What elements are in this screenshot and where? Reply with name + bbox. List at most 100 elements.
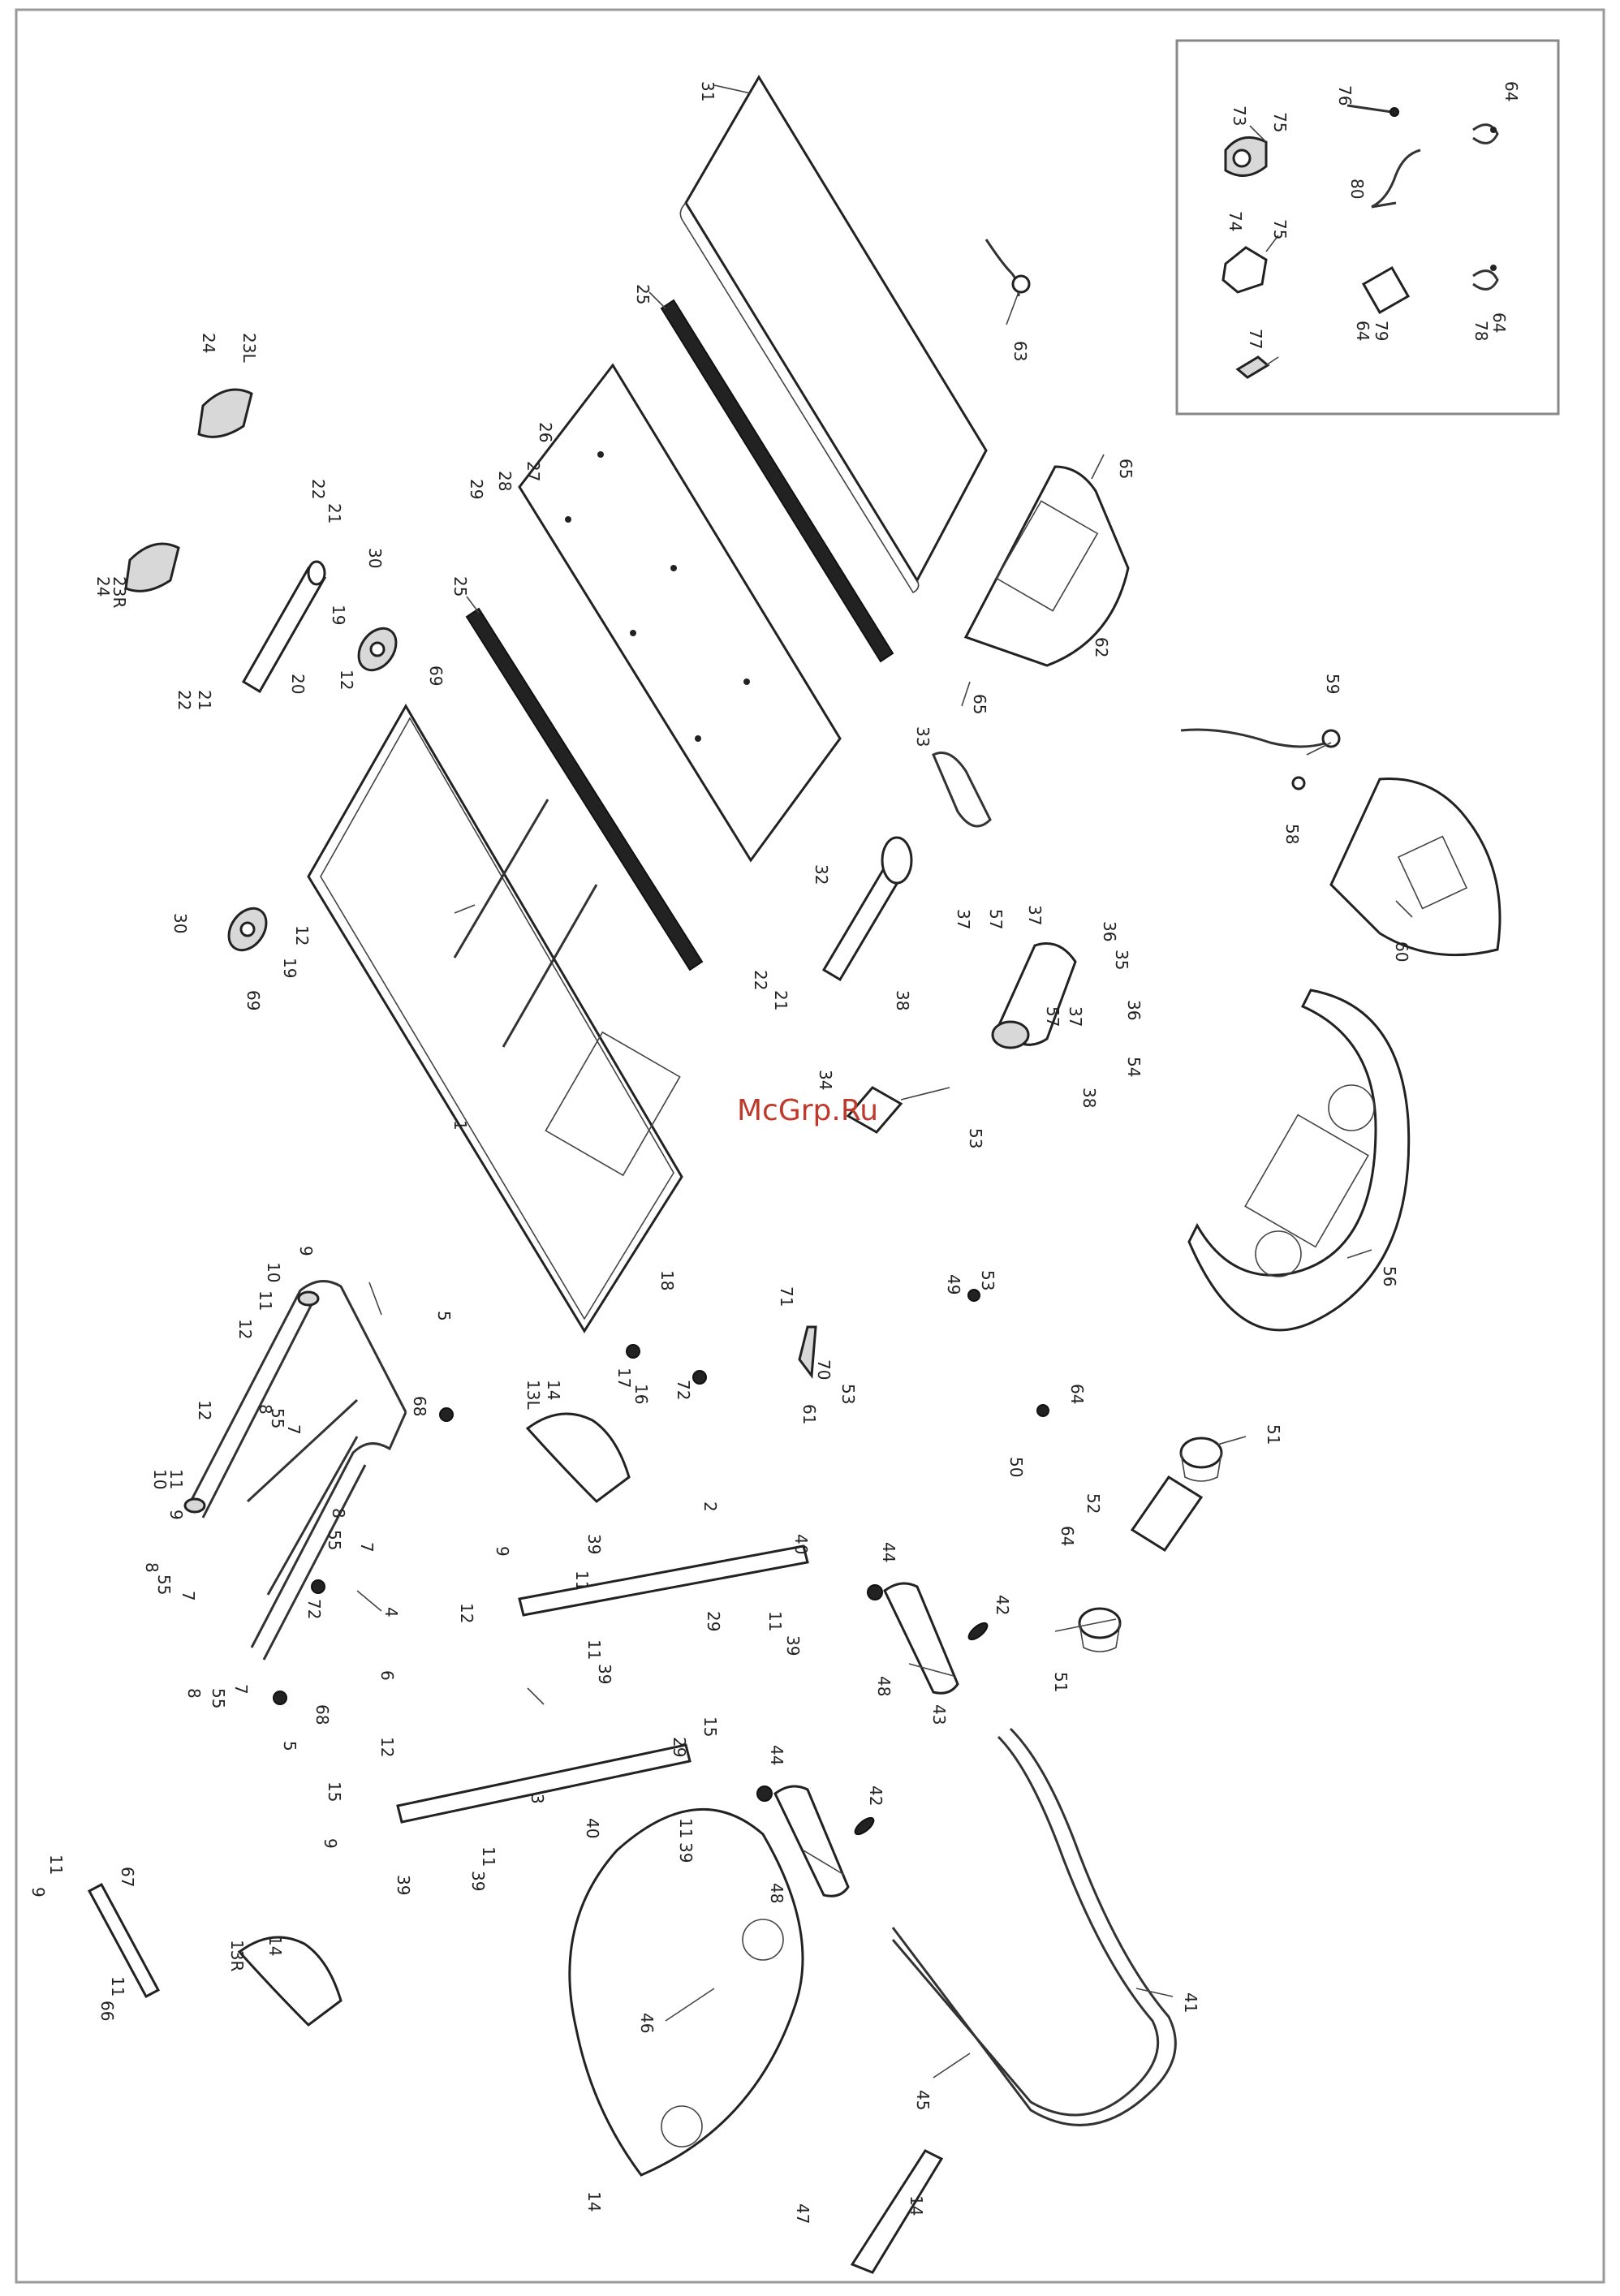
callout-label: 64 — [1489, 312, 1509, 333]
callout-label: 51 — [1264, 1424, 1283, 1445]
callout-label: 33 — [913, 726, 933, 747]
part-78 — [1472, 265, 1499, 291]
callout-label: 62 — [1092, 637, 1111, 657]
callout-label: 8 — [184, 1688, 204, 1699]
part-42-top — [967, 1622, 989, 1641]
callout-label: 37 — [1066, 1006, 1085, 1027]
running-deck-31 — [679, 75, 988, 594]
callout-label: 63 — [1010, 341, 1030, 361]
part-76 — [1346, 104, 1399, 117]
callout-label: 55 — [209, 1688, 228, 1708]
callout-label: 50 — [1006, 1457, 1026, 1477]
safety-key-63 — [984, 239, 1031, 297]
callout-label: 28 — [495, 471, 515, 491]
callout-label: 18 — [657, 1270, 677, 1290]
end-cap-23r — [124, 542, 180, 592]
watermark: McGrp.Ru — [737, 1094, 878, 1127]
callout-label: 53 — [978, 1270, 997, 1290]
callout-label: 29 — [704, 1611, 723, 1631]
callout-label: 11 — [676, 1818, 696, 1838]
side-bar-67 — [87, 1882, 161, 1999]
console-cable-59 — [1180, 728, 1341, 748]
callout-label: 54 — [1124, 1057, 1144, 1077]
end-cap-23l — [197, 388, 253, 438]
callout-label: 61 — [799, 1404, 819, 1424]
callout-label: 80 — [1347, 179, 1367, 199]
callout-label: 8 — [329, 1508, 348, 1518]
callout-label: 14 — [907, 2195, 926, 2216]
callout-label: 9 — [296, 1246, 316, 1256]
part-68-bottom — [273, 1691, 287, 1705]
callout-label: 39 — [584, 1534, 604, 1554]
part-44-top — [867, 1584, 883, 1600]
part-79 — [1361, 265, 1411, 315]
callout-label: 11 — [765, 1611, 785, 1631]
part-58 — [1291, 776, 1306, 790]
callout-label: 48 — [767, 1883, 786, 1903]
callout-label: 69 — [243, 990, 263, 1010]
callout-label: 22 — [174, 690, 194, 710]
motor-cover-62 — [963, 465, 1130, 667]
side-rail-25-bottom — [465, 607, 704, 971]
callout-label: 39 — [394, 1875, 413, 1895]
callout-label: 35 — [1112, 950, 1131, 970]
callout-label: 67 — [118, 1867, 137, 1887]
callout-label: 12 — [235, 1319, 255, 1339]
pulley-19-top — [357, 627, 398, 672]
controller-34 — [846, 1086, 903, 1134]
drive-belt-33 — [932, 752, 992, 828]
callout-label: 47 — [793, 2203, 812, 2224]
callout-label: 11 — [166, 1469, 186, 1489]
handle-43 — [883, 1582, 959, 1695]
callout-label: 58 — [1282, 824, 1302, 844]
callout-label: 29 — [467, 479, 486, 499]
callout-label: 44 — [767, 1745, 786, 1765]
callout-label: 72 — [674, 1380, 693, 1400]
callout-label: 57 — [986, 909, 1006, 929]
callout-label: 12 — [292, 925, 312, 946]
callout-label: 29 — [670, 1737, 689, 1757]
callout-label: 57 — [1043, 1006, 1062, 1027]
callout-label: 55 — [268, 1408, 287, 1428]
callout-label: 13L — [523, 1380, 543, 1410]
inset-box — [1175, 39, 1560, 416]
callout-label: 42 — [866, 1786, 885, 1806]
callout-label: 24 — [199, 333, 218, 353]
callout-label: 8 — [142, 1562, 162, 1573]
callout-label: 12 — [337, 670, 356, 690]
callout-label: 41 — [1181, 1992, 1200, 2013]
callout-label: 11 — [256, 1290, 275, 1311]
part-47 — [850, 2149, 944, 2274]
part-74 — [1221, 246, 1268, 294]
callout-label: 71 — [777, 1286, 796, 1307]
callout-label: 24 — [93, 576, 113, 597]
part-64-inset — [1472, 123, 1499, 144]
callout-label: 9 — [166, 1510, 186, 1520]
cup-holder-51-bottom — [1078, 1607, 1122, 1652]
callout-label: 31 — [698, 81, 717, 101]
callout-label: 37 — [1025, 905, 1045, 925]
callout-label: 12 — [195, 1400, 214, 1420]
callout-label: 38 — [1079, 1088, 1099, 1108]
part-72-top — [692, 1370, 707, 1385]
callout-label: 7 — [357, 1542, 377, 1553]
callout-label: 53 — [838, 1384, 858, 1404]
callout-label: 25 — [633, 284, 653, 304]
callout-label: 21 — [195, 690, 214, 710]
callout-label: 11 — [108, 1976, 127, 1997]
handle-48 — [773, 1785, 850, 1898]
callout-label: 66 — [97, 2001, 117, 2021]
pulley-19-bottom — [227, 907, 268, 952]
callout-label: 42 — [993, 1595, 1012, 1615]
callout-label: 12 — [377, 1737, 397, 1757]
leader-lines — [356, 84, 1413, 2078]
callout-label: 11 — [479, 1846, 498, 1867]
callout-label: 36 — [1124, 1000, 1144, 1020]
callout-label: 15 — [700, 1717, 720, 1737]
callout-label: 72 — [304, 1599, 324, 1619]
callout-label: 65 — [1116, 459, 1135, 479]
callout-label: 9 — [493, 1546, 512, 1557]
callout-label: 2 — [700, 1501, 720, 1512]
callout-label: 36 — [1100, 921, 1119, 941]
